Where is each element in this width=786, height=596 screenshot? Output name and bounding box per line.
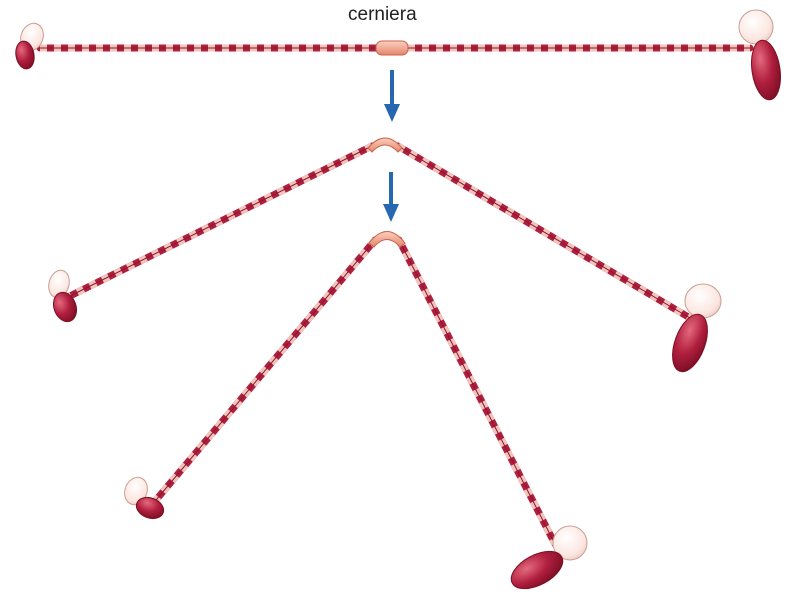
hinge-1 xyxy=(375,40,409,56)
head-dark xyxy=(510,550,564,590)
head-light xyxy=(124,476,148,506)
head-pair-left-3 xyxy=(124,476,165,520)
head-pair-right-3 xyxy=(510,525,588,590)
hinge-2 xyxy=(367,137,403,153)
arrow-down-2 xyxy=(383,172,399,222)
tail-right-2 xyxy=(394,142,694,322)
tail-left-3 xyxy=(152,236,379,504)
tail-right-3 xyxy=(395,236,559,548)
hinge-3 xyxy=(368,231,406,248)
tail-left-2 xyxy=(66,142,376,300)
head-pair-right-2 xyxy=(672,283,722,373)
head-dark xyxy=(52,291,78,323)
head-light xyxy=(684,283,722,319)
molecule-half-bent xyxy=(48,137,722,373)
arrow-down-1 xyxy=(384,70,400,122)
head-pair-left-1 xyxy=(15,22,44,70)
head-light xyxy=(552,525,588,561)
head-pair-left-2 xyxy=(48,269,78,323)
head-dark xyxy=(15,40,35,70)
molecule-fully-bent xyxy=(124,231,588,590)
molecule-straight xyxy=(15,9,781,101)
hinge-label: cerniera xyxy=(348,4,417,25)
head-dark xyxy=(135,496,165,520)
head-light xyxy=(738,9,774,45)
head-dark xyxy=(751,39,781,101)
head-pair-right-1 xyxy=(738,9,781,101)
head-dark xyxy=(672,313,708,373)
